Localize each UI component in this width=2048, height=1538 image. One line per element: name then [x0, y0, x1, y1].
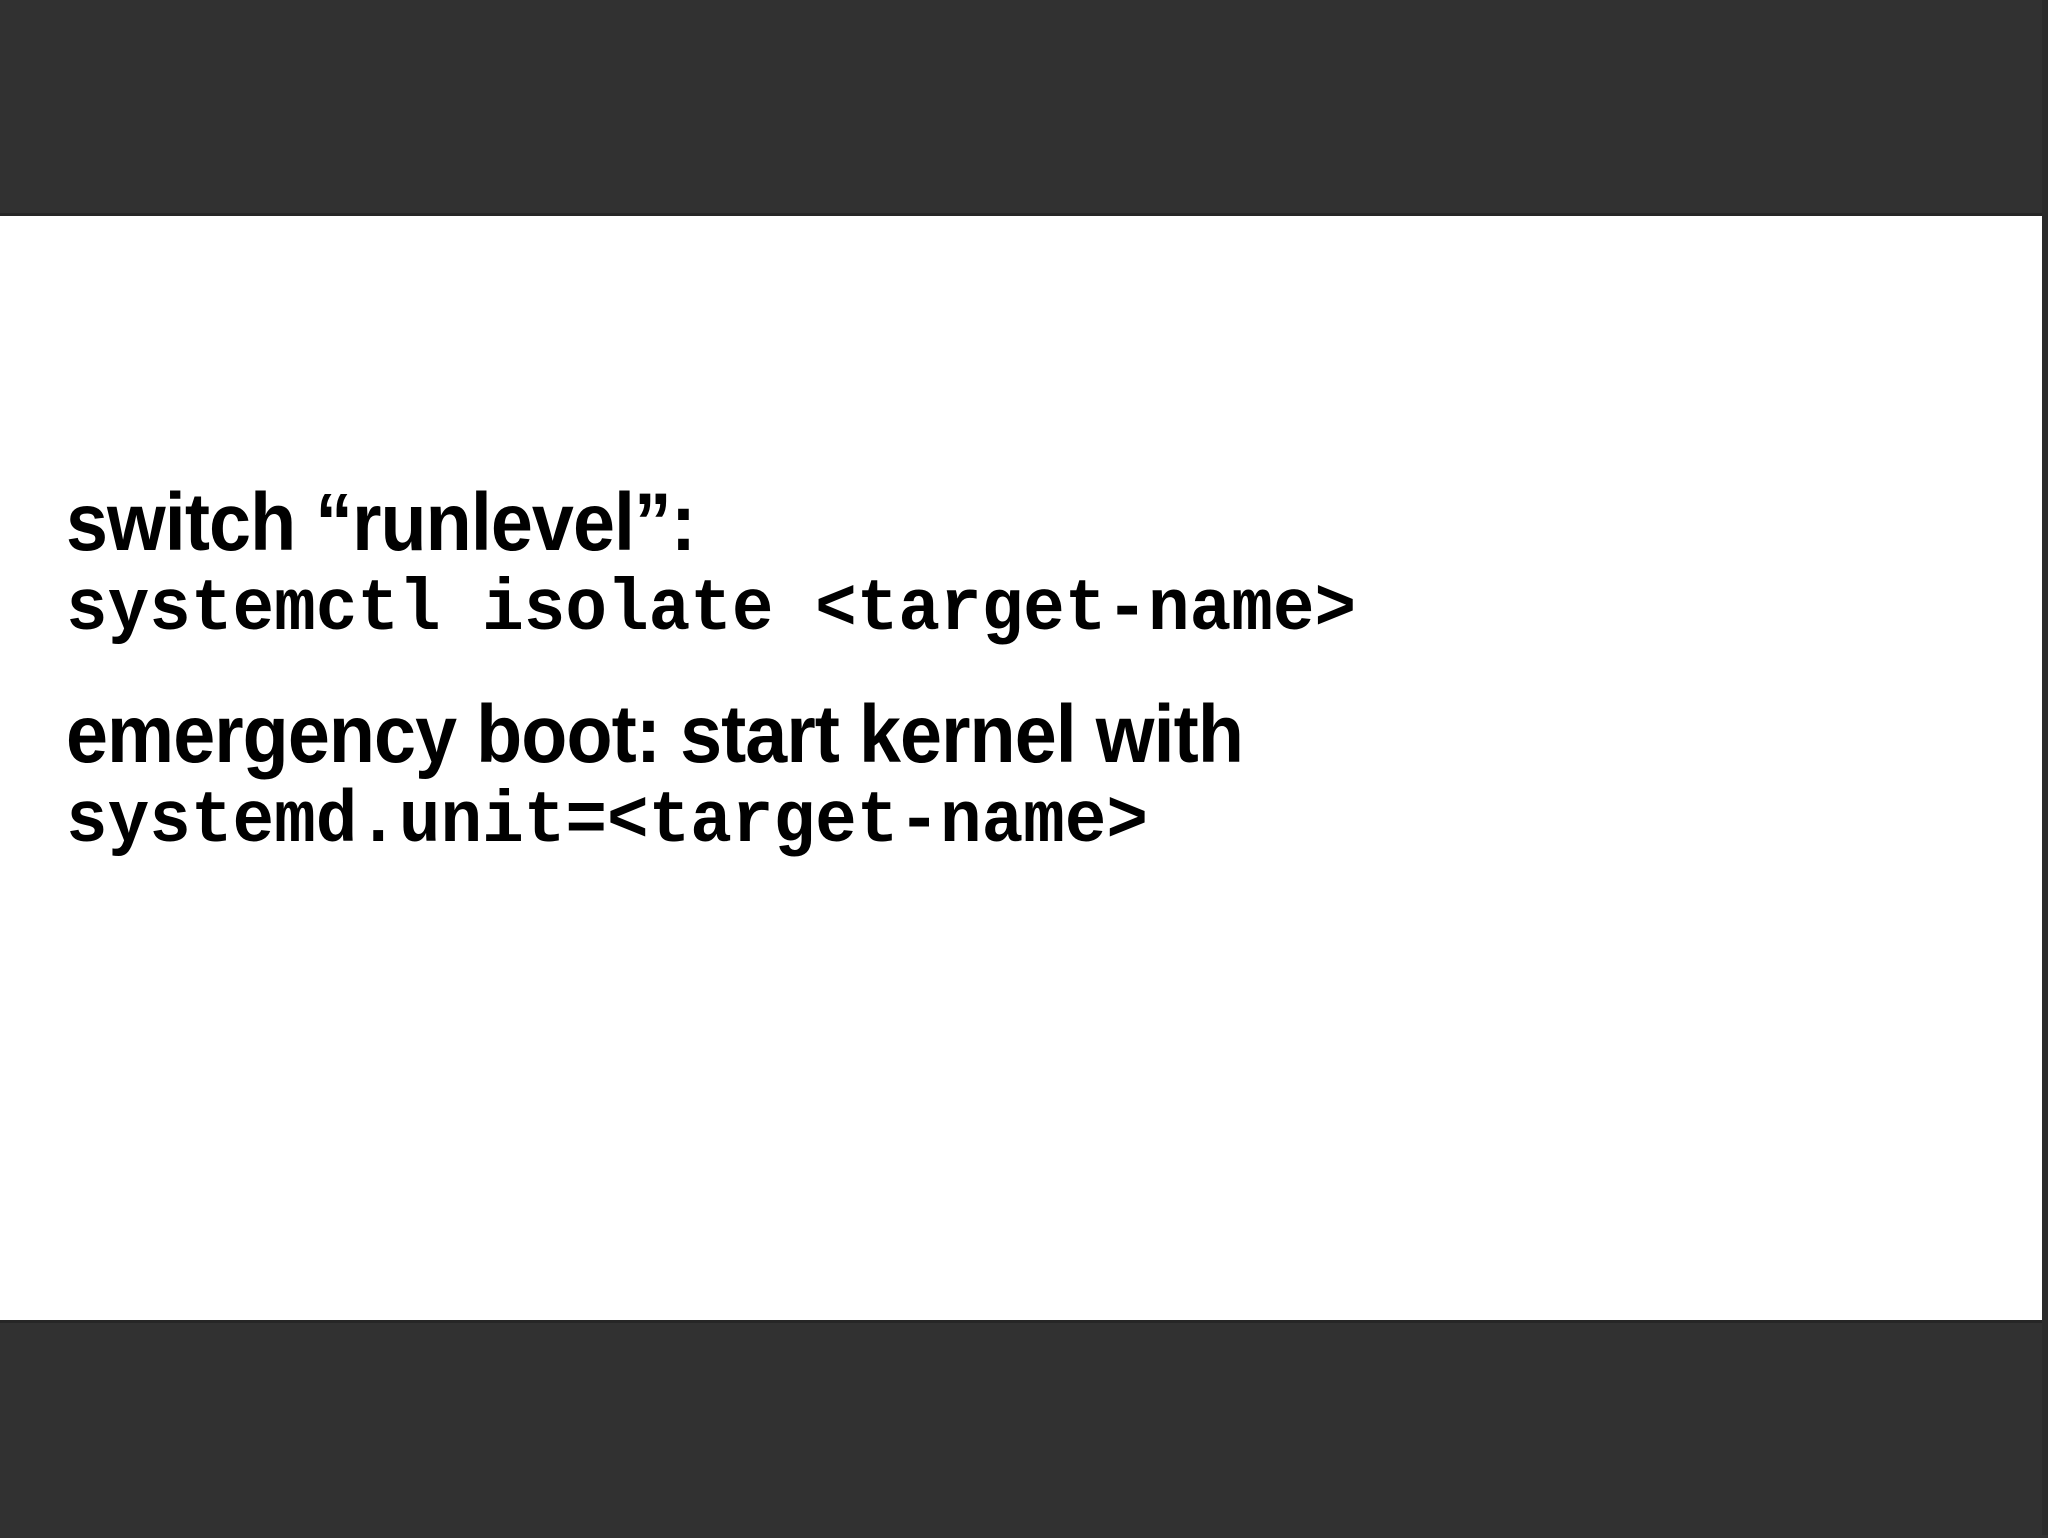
- letterbox-bar-top: [0, 0, 2048, 216]
- letterbox-bar-bottom: [0, 1320, 2048, 1538]
- content-block-runlevel: switch “runlevel”: systemctl isolate <ta…: [66, 481, 1966, 649]
- command-systemd-unit: systemd.unit=<target-name>: [66, 780, 1149, 864]
- heading-switch-runlevel: switch “runlevel”:: [66, 477, 696, 568]
- heading-emergency-boot: emergency boot: start kernel with: [66, 689, 1244, 781]
- command-systemctl-isolate: systemctl isolate <target-name>: [66, 567, 1357, 651]
- content-block-emergency-boot: emergency boot: start kernel with system…: [66, 693, 1966, 861]
- slide-text-content: switch “runlevel”: systemctl isolate <ta…: [66, 481, 1966, 862]
- slide-content-area: switch “runlevel”: systemctl isolate <ta…: [0, 216, 2048, 1320]
- slide-right-edge: [2042, 0, 2048, 1535]
